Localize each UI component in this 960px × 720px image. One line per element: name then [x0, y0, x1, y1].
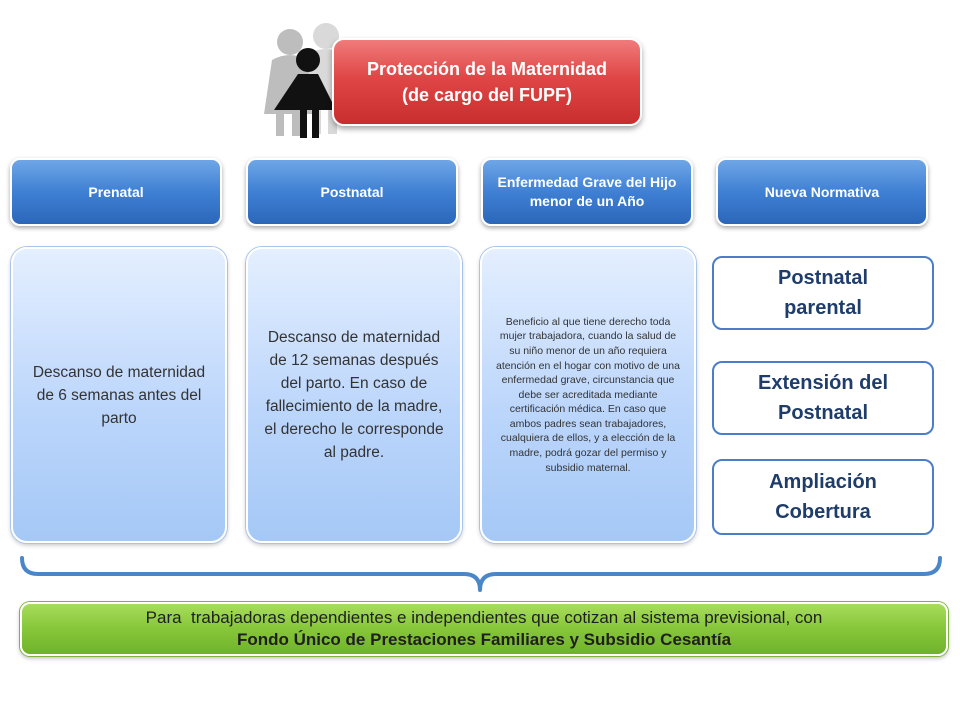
- footer-banner: Para trabajadoras dependientes e indepen…: [20, 602, 948, 656]
- norm-postnatal-parental-line-1: Postnatal: [777, 267, 869, 289]
- desc-prenatal: Descanso de maternidad de 6 semanas ante…: [11, 247, 227, 543]
- header-prenatal-label: Prenatal: [88, 183, 144, 200]
- header-enfermedad-grave: Enfermedad Grave del Hijo menor de un Añ…: [481, 158, 693, 226]
- norm-extension-postnatal-line-2: Postnatal: [777, 402, 869, 424]
- footer-line-2: Fondo Único de Prestaciones Familiares y…: [236, 630, 732, 649]
- norm-ampliacion-cobertura-line-1: Ampliación: [769, 471, 877, 493]
- header-postnatal: Postnatal: [246, 158, 458, 226]
- desc-enfermedad-grave: Beneficio al que tiene derecho toda muje…: [480, 247, 696, 543]
- norm-extension-postnatal: Extensión del Postnatal: [712, 361, 934, 435]
- header-postnatal-label: Postnatal: [320, 183, 384, 200]
- header-enfermedad-grave-label: Enfermedad Grave del Hijo menor de un Añ…: [497, 174, 677, 209]
- norm-ampliacion-cobertura-line-2: Cobertura: [775, 501, 871, 523]
- title-line-1: Protección de la Maternidad: [366, 59, 608, 79]
- footer-line-1: Para trabajadoras dependientes e indepen…: [145, 608, 823, 627]
- desc-postnatal-text: Descanso de maternidad de 12 semanas des…: [264, 329, 444, 461]
- norm-ampliacion-cobertura: Ampliación Cobertura: [712, 459, 934, 535]
- header-nueva-normativa-label: Nueva Normativa: [764, 183, 880, 200]
- header-nueva-normativa: Nueva Normativa: [716, 158, 928, 226]
- desc-enfermedad-grave-text: Beneficio al que tiene derecho toda muje…: [496, 315, 680, 474]
- title-box: Protección de la Maternidad (de cargo de…: [332, 38, 642, 126]
- title-line-2: (de cargo del FUPF): [401, 85, 572, 105]
- norm-extension-postnatal-line-1: Extensión del: [757, 372, 889, 394]
- bracket: [20, 556, 942, 592]
- norm-postnatal-parental-line-2: parental: [784, 297, 862, 319]
- norm-postnatal-parental: Postnatal parental: [712, 256, 934, 330]
- desc-prenatal-text: Descanso de maternidad de 6 semanas ante…: [32, 363, 206, 427]
- header-prenatal: Prenatal: [10, 158, 222, 226]
- desc-postnatal: Descanso de maternidad de 12 semanas des…: [246, 247, 462, 543]
